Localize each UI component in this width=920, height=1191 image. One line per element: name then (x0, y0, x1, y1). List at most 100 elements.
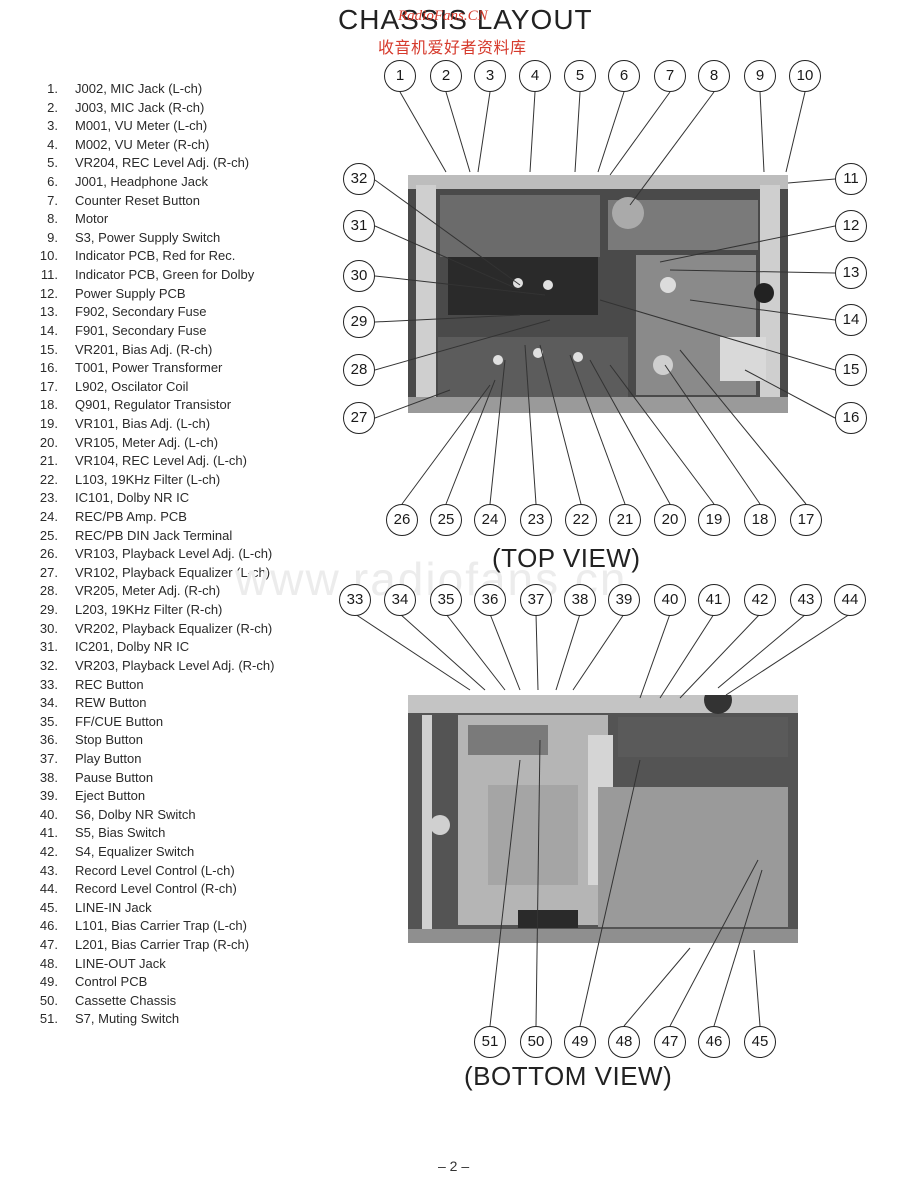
part-name: IC101, Dolby NR IC (75, 490, 190, 506)
part-item: 28.VR205, Meter Adj. (R-ch) (38, 582, 338, 601)
part-name: L103, 19KHz Filter (L-ch) (75, 471, 221, 487)
part-number: 1. (47, 81, 58, 96)
part-name: Q901, Regulator Transistor (75, 397, 232, 413)
part-name: Stop Button (75, 732, 143, 748)
callout-39: 39 (608, 584, 640, 616)
callout-28: 28 (343, 354, 375, 386)
part-number: 45. (39, 899, 58, 915)
part-name: Pause Button (75, 769, 154, 785)
part-number: 43. (39, 862, 58, 878)
part-name: REC/PB Amp. PCB (75, 509, 187, 525)
bottom-view-photo (408, 695, 798, 943)
part-name: L101, Bias Carrier Trap (L-ch) (75, 918, 247, 934)
callout-46: 46 (698, 1026, 730, 1058)
part-name: S6, Dolby NR Switch (75, 806, 196, 822)
part-number: 47. (39, 937, 58, 953)
part-item: 35.FF/CUE Button (38, 713, 338, 732)
part-name: VR103, Playback Level Adj. (L-ch) (75, 546, 273, 562)
callout-24: 24 (474, 504, 506, 536)
part-name: VR204, REC Level Adj. (R-ch) (75, 155, 250, 171)
part-item: 50.Cassette Chassis (38, 992, 338, 1011)
part-name: L201, Bias Carrier Trap (R-ch) (75, 937, 250, 953)
callout-43: 43 (790, 584, 822, 616)
part-item: 20.VR105, Meter Adj. (L-ch) (38, 434, 338, 453)
callout-22: 22 (565, 504, 597, 536)
part-number: 9. (47, 229, 58, 245)
part-number: 42. (39, 843, 58, 859)
part-number: 49. (39, 974, 58, 990)
callout-40: 40 (654, 584, 686, 616)
watermark-site: RadioFans.CN (398, 8, 488, 24)
part-name: T001, Power Transformer (75, 360, 223, 376)
part-name: L203, 19KHz Filter (R-ch) (75, 602, 223, 618)
part-number: 50. (39, 992, 58, 1008)
part-item: 3.M001, VU Meter (L-ch) (38, 117, 338, 136)
part-number: 16. (39, 360, 58, 376)
callout-13: 13 (835, 257, 867, 289)
part-item: 22. L103, 19KHz Filter (L-ch) (38, 471, 338, 490)
part-number: 39. (39, 788, 58, 804)
part-item: 21.VR104, REC Level Adj. (L-ch) (38, 452, 338, 471)
part-number: 10. (39, 248, 58, 264)
part-number: 25. (39, 527, 58, 543)
part-name: REW Button (75, 695, 147, 711)
callout-8: 8 (698, 60, 730, 92)
callout-21: 21 (609, 504, 641, 536)
part-name: REC/PB DIN Jack Terminal (75, 527, 233, 543)
part-name: Play Button (75, 750, 142, 766)
callout-41: 41 (698, 584, 730, 616)
part-number: 48. (39, 955, 58, 971)
part-item: 33. REC Button (38, 676, 338, 695)
part-item: 16. T001, Power Transformer (38, 359, 338, 378)
part-item: 14.F901, Secondary Fuse (38, 322, 338, 341)
part-number: 33. (39, 676, 58, 692)
part-item: 26.VR103, Playback Level Adj. (L-ch) (38, 545, 338, 564)
part-item: 29.L203, 19KHz Filter (R-ch) (38, 601, 338, 620)
callout-18: 18 (744, 504, 776, 536)
part-name: Counter Reset Button (75, 192, 201, 208)
callout-45: 45 (744, 1026, 776, 1058)
callout-38: 38 (564, 584, 596, 616)
callout-15: 15 (835, 354, 867, 386)
part-item: 49.Control PCB (38, 973, 338, 992)
callout-26: 26 (386, 504, 418, 536)
part-name: S3, Power Supply Switch (75, 229, 221, 245)
part-item: 27.VR102, Playback Equalizer (L-ch) (38, 564, 338, 583)
part-item: 10.Indicator PCB, Red for Rec. (38, 247, 338, 266)
part-item: 48.LINE-OUT Jack (38, 955, 338, 974)
part-item: 44.Record Level Control (R-ch) (38, 880, 338, 899)
callout-11: 11 (835, 163, 867, 195)
callout-29: 29 (343, 306, 375, 338)
callout-19: 19 (698, 504, 730, 536)
part-item: 34.REW Button (38, 694, 338, 713)
callout-12: 12 (835, 210, 867, 242)
callout-17: 17 (790, 504, 822, 536)
callout-48: 48 (608, 1026, 640, 1058)
part-name: VR105, Meter Adj. (L-ch) (75, 434, 219, 450)
part-name: Power Supply PCB (75, 285, 186, 301)
part-name: J002, MIC Jack (L-ch) (75, 81, 203, 96)
callout-51: 51 (474, 1026, 506, 1058)
callout-44: 44 (834, 584, 866, 616)
part-name: Indicator PCB, Green for Dolby (75, 267, 255, 283)
part-name: REC Button (75, 676, 144, 692)
callout-34: 34 (384, 584, 416, 616)
part-item: 51.S7, Muting Switch (38, 1010, 338, 1029)
part-number: 13. (39, 304, 58, 320)
part-name: M002, VU Meter (R-ch) (75, 136, 210, 152)
parts-list: 1. J002, MIC Jack (L-ch) 2.J003, MIC Jack… (38, 80, 338, 1029)
part-number: 30. (39, 620, 58, 636)
part-number: 31. (39, 639, 58, 655)
part-number: 51. (39, 1011, 58, 1027)
part-number: 36. (39, 732, 58, 748)
part-name: FF/CUE Button (75, 713, 164, 729)
callout-14: 14 (835, 304, 867, 336)
part-item: 36. Stop Button (38, 731, 338, 750)
part-number: 8. (47, 211, 58, 227)
part-item: 2.J003, MIC Jack (R-ch) (38, 99, 338, 118)
part-name: VR101, Bias Adj. (L-ch) (75, 415, 211, 431)
part-number: 22. (39, 471, 58, 487)
part-name: M001, VU Meter (L-ch) (75, 118, 208, 134)
part-name: J001, Headphone Jack (75, 174, 208, 190)
